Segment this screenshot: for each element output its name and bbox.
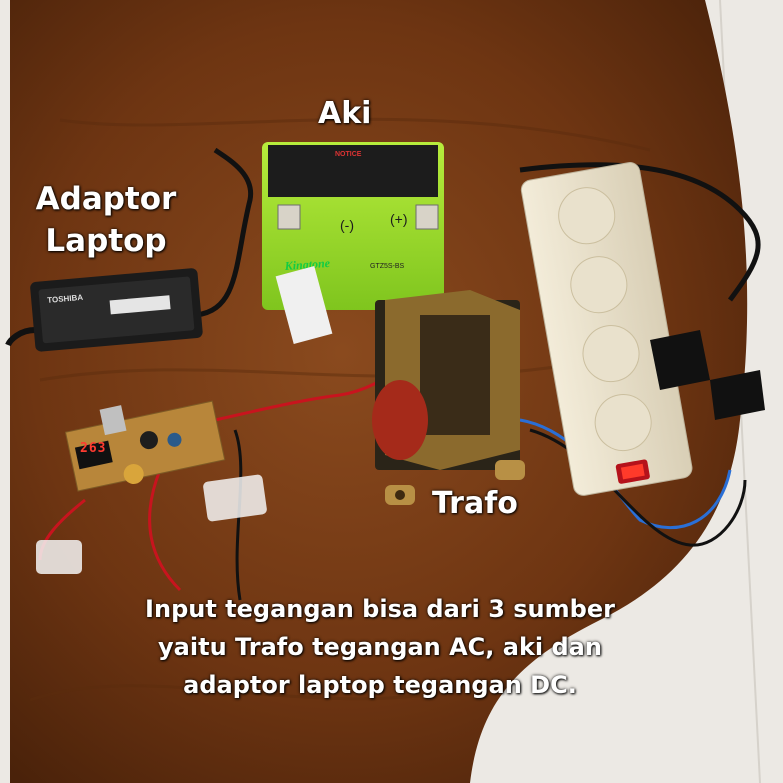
svg-text:NOTICE: NOTICE bbox=[335, 151, 362, 158]
caption-line1: Input tegangan bisa dari 3 sumber bbox=[145, 595, 615, 623]
svg-text:TOSHIBA: TOSHIBA bbox=[47, 293, 84, 305]
adaptor-cable bbox=[195, 147, 254, 318]
terminal-block bbox=[36, 540, 82, 574]
svg-text:(+): (+) bbox=[390, 211, 408, 227]
plug-black bbox=[650, 330, 710, 390]
label-adaptor-line2: Laptop bbox=[45, 223, 167, 259]
voltmeter-pcb bbox=[64, 400, 226, 492]
plug-black-2 bbox=[710, 370, 765, 420]
shunt-component bbox=[203, 474, 267, 522]
caption-line3: adaptor laptop tegangan DC. bbox=[183, 671, 577, 699]
strip-cable bbox=[519, 162, 761, 302]
lead-wire-red bbox=[148, 469, 182, 592]
voltmeter-reading: 263 bbox=[80, 441, 106, 456]
svg-text:GTZ5S-BS: GTZ5S-BS bbox=[370, 263, 405, 270]
adaptor-plug-cable bbox=[5, 327, 36, 347]
svg-text:(-): (-) bbox=[340, 217, 354, 233]
transformer-trafo bbox=[372, 290, 525, 505]
caption: Input tegangan bisa dari 3 sumber yaitu … bbox=[60, 590, 700, 704]
svg-text:Kingtone: Kingtone bbox=[283, 256, 331, 273]
label-adaptor-line1: Adaptor bbox=[35, 181, 177, 217]
power-strip bbox=[520, 162, 693, 496]
caption-line2: yaitu Trafo tegangan AC, aki dan bbox=[158, 633, 602, 661]
label-adaptor-laptop: Adaptor Laptop bbox=[32, 178, 180, 262]
label-aki: Aki bbox=[318, 96, 372, 131]
laptop-adaptor: TOSHIBA bbox=[30, 268, 203, 352]
battery-aki: NOTICE (-) (+) Kingtone GTZ5S-BS bbox=[262, 142, 444, 344]
label-trafo: Trafo bbox=[432, 486, 518, 521]
